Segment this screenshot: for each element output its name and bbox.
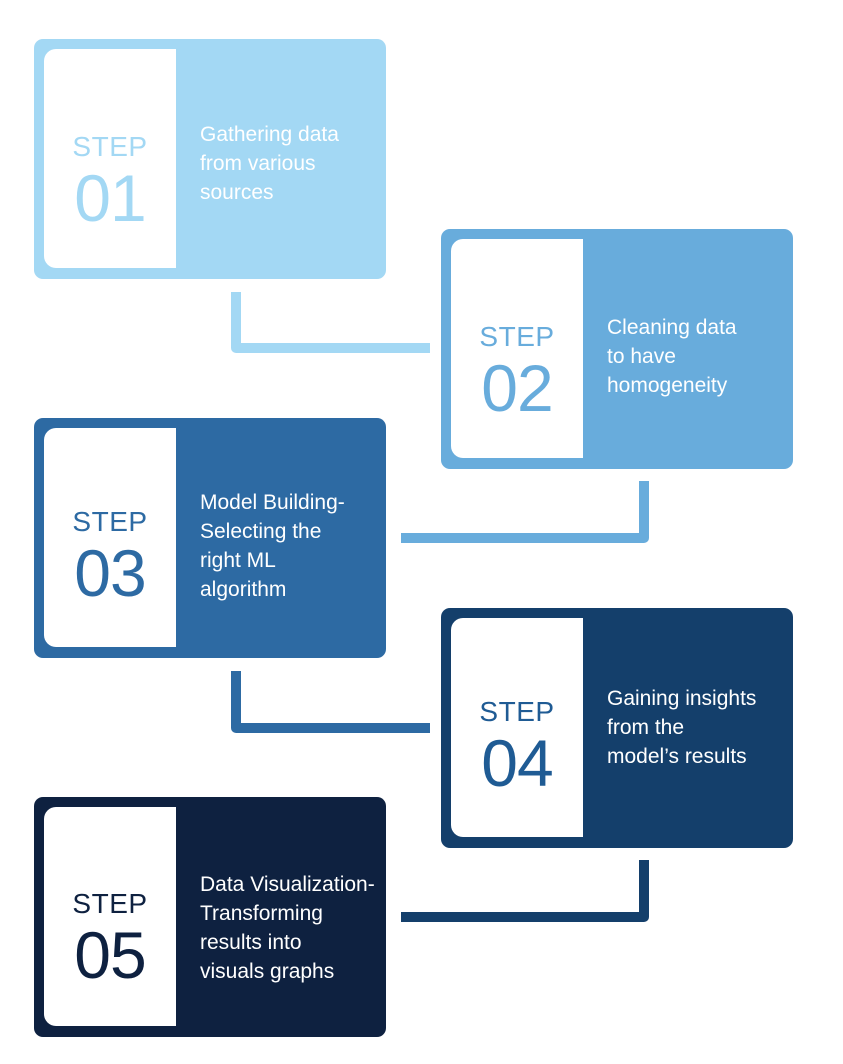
step-description: Data Visualization- Transforming results… — [200, 873, 375, 983]
connector-1-2 — [231, 292, 430, 353]
connector-4-5 — [401, 860, 649, 922]
step-number-panel: STEP 05 — [44, 807, 176, 1026]
step-label: STEP — [479, 321, 555, 352]
connector-2-3 — [401, 481, 649, 543]
step-number-panel: STEP 02 — [451, 239, 583, 458]
step-description: Gathering data from various sources — [200, 123, 339, 204]
step-card: STEP 02 Cleaning data to have homogeneit… — [441, 229, 793, 469]
step-number-panel: STEP 03 — [44, 428, 176, 647]
step-label: STEP — [72, 888, 148, 919]
step-card: STEP 03 Model Building- Selecting the ri… — [34, 418, 386, 658]
step-card: STEP 05 Data Visualization- Transforming… — [34, 797, 386, 1037]
step-label: STEP — [72, 506, 148, 537]
step-label: STEP — [479, 696, 555, 727]
step-label: STEP — [72, 131, 148, 162]
step-description: Model Building- Selecting the right ML a… — [200, 491, 345, 601]
step-card: STEP 01 Gathering data from various sour… — [34, 39, 386, 279]
step-number: 05 — [74, 918, 146, 992]
step-number: 04 — [481, 726, 553, 800]
step-card: STEP 04 Gaining insights from the model’… — [441, 608, 793, 848]
step-number: 03 — [74, 536, 146, 610]
step-number: 02 — [481, 351, 553, 425]
step-number-panel: STEP 04 — [451, 618, 583, 837]
step-description: Gaining insights from the model’s result… — [607, 687, 757, 768]
connector-3-4 — [231, 671, 430, 733]
step-number: 01 — [74, 161, 146, 235]
step-description: Cleaning data to have homogeneity — [607, 316, 737, 397]
step-number-panel: STEP 01 — [44, 49, 176, 268]
